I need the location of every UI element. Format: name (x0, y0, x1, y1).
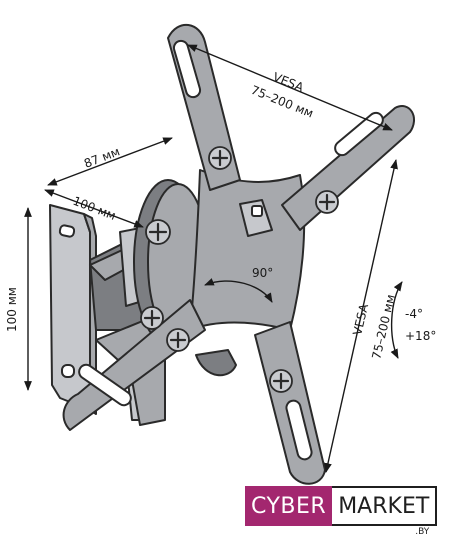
plate-height-label: 100 мм (5, 287, 19, 332)
brand-market: MARKET .BY (332, 486, 438, 537)
rotation-label: 90° (252, 266, 273, 280)
vesa-side-value: 75–200 мм (369, 293, 398, 361)
dim-vesa-top-line (187, 44, 393, 131)
arm-depth-label: 87 мм (82, 144, 122, 170)
screw-top-left (208, 146, 232, 170)
screw-hub-bottom (140, 306, 164, 330)
vesa-top-value: 75–200 мм (249, 83, 316, 121)
screw-bottom-right (269, 369, 293, 393)
brand-tld: .BY (413, 527, 432, 537)
tilt-up-label: -4° (405, 307, 423, 321)
tilt-down-label: +18° (405, 329, 436, 343)
vesa-side-label: VESA (350, 302, 371, 337)
screw-bottom-left (166, 328, 190, 352)
brand-cyber: CYBER (245, 486, 333, 526)
rotation-arc (204, 278, 273, 303)
dim-arm-depth-line (47, 137, 173, 186)
brand-market-text: MARKET (338, 493, 430, 519)
brand-logo: CYBER MARKET .BY (245, 486, 438, 537)
screw-top-right (315, 190, 339, 214)
dim-plate-width-line (44, 189, 144, 228)
tilt-arc (390, 281, 403, 359)
dim-vesa-side-line (324, 159, 398, 473)
screw-hub-top (145, 219, 171, 245)
